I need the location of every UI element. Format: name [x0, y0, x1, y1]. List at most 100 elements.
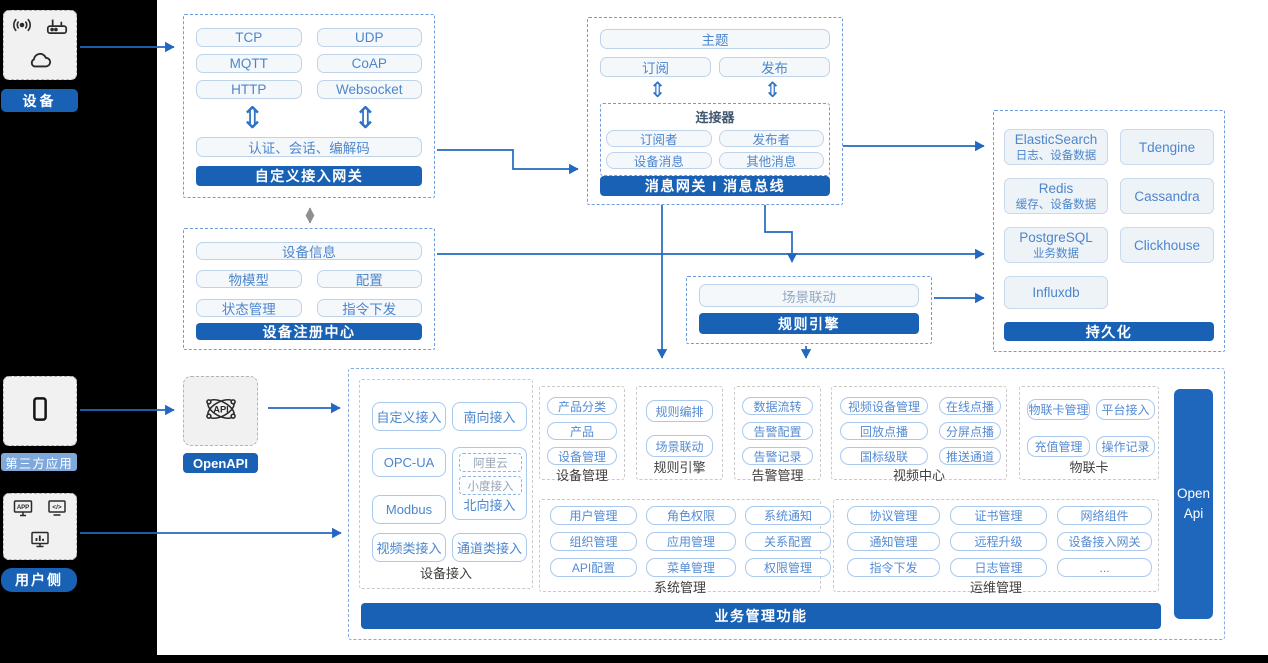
store-elasticsearch: ElasticSearch 日志、设备数据: [1004, 129, 1108, 165]
iot-card-mgmt-pill: 物联卡管理: [1027, 399, 1090, 420]
section-label: 设备接入: [419, 566, 472, 581]
rule-engine-box: 场景联动 规则引擎: [686, 276, 932, 344]
openapi-icon-box: API: [183, 376, 258, 446]
persistence-title-bar: 持久化: [1004, 322, 1214, 341]
protocol-mgmt-pill: 协议管理: [847, 506, 940, 525]
section-label: 运维管理: [969, 580, 1022, 595]
platform-access-pill: 平台接入: [1096, 399, 1155, 420]
gb-cascade-pill: 国标级联: [840, 447, 928, 465]
store-influxdb: Influxdb: [1004, 276, 1108, 309]
scene-linkage-pill: 场景联动: [699, 284, 919, 307]
pill-grid: 物联卡管理 平台接入 充值管理 操作记录: [1020, 387, 1158, 457]
store-grid: ElasticSearch 日志、设备数据 Tdengine Redis 缓存、…: [1004, 129, 1214, 309]
vertical-double-arrow-icon: ⇕: [239, 101, 266, 135]
section-iot-card: 物联卡管理 平台接入 充值管理 操作记录 物联卡: [1019, 386, 1159, 480]
notify-mgmt-pill: 通知管理: [847, 532, 940, 551]
rule-orchestration-pill: 规则编排: [646, 400, 713, 422]
user-side-group: APP </>: [3, 493, 77, 560]
remote-upgrade-pill: 远程升级: [950, 532, 1047, 551]
product-pill: 产品: [547, 422, 617, 440]
router-icon: [44, 12, 70, 43]
message-bus-title-bar: 消息网关 I 消息总线: [600, 176, 830, 196]
protocol-pill-websocket: Websocket: [316, 80, 422, 99]
command-dispatch-pill: 指令下发: [316, 299, 422, 317]
custom-gateway-box: TCP UDP MQTT CoAP HTTP Websocket ⇕ ⇕ 认证、…: [183, 14, 435, 198]
device-message-pill: 设备消息: [606, 152, 712, 169]
section-alarm-mgmt: 数据流转 告警配置 告警记录 告警管理: [734, 386, 821, 483]
open-api-vertical-bar: Open Api: [1174, 389, 1213, 619]
svg-text:API: API: [213, 404, 229, 414]
section-ops-mgmt: 协议管理 证书管理 网络组件 通知管理 远程升级 设备接入网关 指令下发 日志管…: [833, 499, 1159, 595]
section-label: 视频中心: [892, 468, 945, 483]
subscribe-pill: 订阅: [600, 57, 711, 77]
business-title-bar: 业务管理功能: [361, 603, 1161, 629]
config-pill: 配置: [316, 270, 422, 288]
section-label: 告警管理: [751, 468, 804, 483]
publisher-pill: 发布者: [718, 130, 824, 147]
aliyun-pill: 阿里云: [459, 453, 522, 472]
device-badge: 设备: [1, 89, 78, 112]
signal-icon: [10, 13, 34, 42]
svg-text:</>: </>: [52, 504, 62, 511]
menu-mgmt-pill: 菜单管理: [646, 558, 736, 577]
operation-record-pill: 操作记录: [1096, 436, 1155, 457]
protocol-pill-http: HTTP: [196, 80, 302, 99]
custom-gateway-title-bar: 自定义接入网关: [196, 166, 422, 186]
northbound-access-label: 北向接入: [463, 498, 516, 513]
vertical-double-arrow-icon: ⇕: [352, 101, 379, 135]
video-device-mgmt-pill: 视频设备管理: [840, 397, 928, 415]
pill-stack: 数据流转 告警配置 告警记录: [735, 387, 820, 465]
other-message-pill: 其他消息: [718, 152, 824, 169]
role-permission-pill: 角色权限: [646, 506, 736, 525]
device-icon-row: [10, 12, 70, 43]
persistence-box: ElasticSearch 日志、设备数据 Tdengine Redis 缓存、…: [993, 110, 1225, 352]
xiaodu-access-pill: 小度接入: [459, 476, 522, 495]
topic-pill: 主题: [600, 29, 830, 49]
pill-grid: 用户管理 角色权限 系统通知 组织管理 应用管理 关系配置 API配置 菜单管理…: [540, 500, 831, 577]
vertical-double-arrow-icon: ⇕: [763, 78, 782, 102]
data-flow-pill: 数据流转: [742, 397, 813, 415]
subscriber-pill: 订阅者: [606, 130, 712, 147]
connector-title: 连接器: [695, 110, 735, 125]
store-redis: Redis 缓存、设备数据: [1004, 178, 1108, 214]
alarm-config-pill: 告警配置: [742, 422, 813, 440]
device-registry-box: 设备信息 物模型 配置 状态管理 指令下发 设备注册中心: [183, 228, 435, 350]
scene-linkage-pill: 场景联动: [646, 435, 713, 457]
pill-grid: 视频设备管理 在线点播 回放点播 分屏点播 国标级联 推送通道: [832, 387, 1006, 465]
device-mgmt-pill: 设备管理: [547, 447, 617, 465]
store-clickhouse: Clickhouse: [1120, 227, 1214, 263]
rule-engine-title-bar: 规则引擎: [699, 313, 919, 334]
channel-access-pill: 通道类接入: [452, 533, 527, 562]
store-tdengine: Tdengine: [1120, 129, 1214, 165]
push-channel-pill: 推送通道: [939, 447, 1001, 465]
user-side-badge: 用户侧: [1, 568, 77, 592]
chart-monitor-icon: [28, 528, 52, 557]
bus-sync-arrows: ⇕ ⇕: [600, 77, 830, 103]
section-label: 系统管理: [653, 580, 706, 595]
section-label: 设备管理: [555, 468, 608, 483]
log-mgmt-pill: 日志管理: [950, 558, 1047, 577]
third-party-group: [3, 376, 77, 446]
custom-access-pill: 自定义接入: [372, 402, 446, 431]
protocol-pill-tcp: TCP: [196, 28, 302, 47]
system-notice-pill: 系统通知: [745, 506, 831, 525]
user-icon-row: APP </>: [11, 496, 69, 525]
openapi-badge: OpenAPI: [183, 453, 258, 473]
registry-grid: 物模型 配置 状态管理 指令下发: [196, 270, 422, 317]
sub-pub-row: 订阅 发布: [600, 57, 830, 77]
vertical-double-arrow-icon: ⇕: [648, 78, 667, 102]
northbound-access-group: 阿里云 小度接入 北向接入: [452, 447, 527, 520]
pill-stack: 规则编排 场景联动: [637, 387, 722, 457]
code-icon: </>: [45, 496, 69, 525]
thing-model-pill: 物模型: [196, 270, 302, 288]
svg-text:APP: APP: [17, 505, 29, 511]
section-rule-engine: 规则编排 场景联动 规则引擎: [636, 386, 723, 480]
store-postgresql: PostgreSQL 业务数据: [1004, 227, 1108, 263]
protocol-pill-udp: UDP: [316, 28, 422, 47]
phone-icon: [25, 394, 55, 429]
section-device-access: 自定义接入 南向接入 OPC-UA 阿里云 小度接入 北向接入 Modbus 视…: [359, 379, 533, 589]
section-label: 规则引擎: [653, 460, 706, 475]
publish-pill: 发布: [719, 57, 830, 77]
protocol-grid: TCP UDP MQTT CoAP HTTP Websocket: [196, 28, 422, 99]
